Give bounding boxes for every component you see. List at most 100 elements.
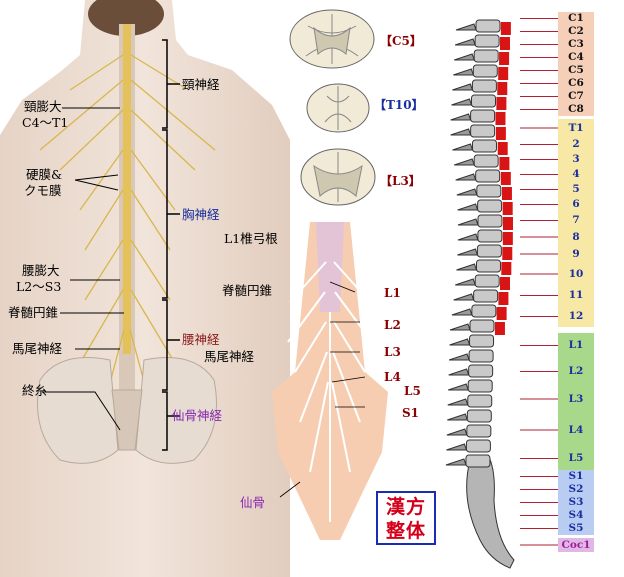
vertebra	[469, 334, 495, 348]
back-view-illustration	[0, 0, 290, 577]
cross-section-t10	[306, 83, 370, 133]
spinal-cord-segment	[499, 37, 510, 50]
spinous-process	[447, 398, 469, 406]
spinous-process	[446, 428, 468, 436]
spinous-process	[454, 53, 475, 61]
spinous-process	[448, 383, 469, 391]
level-label-c6: C6	[558, 77, 594, 90]
label-conus-medullaris-left: 脊髄円錐	[8, 305, 59, 320]
vertebra	[475, 259, 501, 273]
level-label-2: 2	[558, 137, 594, 152]
vertebra	[466, 424, 492, 438]
vertebra	[467, 394, 493, 408]
spinal-cord-segment	[494, 322, 505, 335]
vertebra	[476, 184, 502, 198]
label-sacrum: 仙骨	[240, 495, 266, 510]
spinal-cord-segment	[500, 277, 511, 290]
vertebra	[474, 34, 500, 48]
vertebra	[477, 199, 503, 213]
vertebra	[474, 274, 500, 288]
level-label-c7: C7	[558, 90, 594, 103]
lateral-spine-illustration	[445, 18, 558, 569]
label-cervical-enlargement: 頸膨大	[24, 99, 62, 114]
spinous-process	[447, 413, 468, 421]
vertebra	[477, 214, 503, 228]
level-label-5: 5	[558, 182, 594, 197]
level-label-10: 10	[558, 263, 594, 285]
label-dura-arachnoid-2: クモ膜	[24, 183, 62, 198]
spinous-process	[448, 368, 470, 376]
level-label-l5: L5	[558, 447, 594, 470]
label-mid-l5: L5	[404, 384, 421, 398]
level-label-l4: L4	[558, 413, 594, 447]
level-label-l1: L1	[558, 333, 594, 358]
cross-section-l3	[300, 148, 376, 206]
spinal-cord-segment	[499, 52, 510, 65]
level-label-s1: S1	[558, 470, 594, 483]
cauda-equina-illustration	[272, 222, 388, 540]
vertebra	[475, 19, 501, 33]
label-cervical-enlargement-range: C4～T1	[22, 115, 69, 130]
spinal-cord-segment	[502, 247, 513, 260]
level-label-c1: C1	[558, 12, 594, 25]
spinous-process	[455, 278, 476, 286]
label-mid-l3: L3	[384, 345, 401, 359]
vertebra	[467, 379, 493, 393]
spinous-process	[456, 188, 478, 196]
label-dura-arachnoid-1: 硬膜&	[26, 167, 63, 182]
spinous-process	[455, 173, 477, 181]
label-sacral-nerves: 仙骨神経	[172, 408, 223, 423]
vertebra	[473, 289, 499, 303]
section-label-t10: 【T10】	[374, 98, 424, 112]
spinal-cord-segment	[500, 172, 511, 185]
vertebra	[473, 49, 499, 63]
spinous-process	[454, 38, 476, 46]
level-label-8: 8	[558, 229, 594, 245]
level-label-11: 11	[558, 285, 594, 306]
spinous-process	[448, 353, 470, 361]
vertebra	[471, 304, 497, 318]
level-label-coc1: Coc1	[558, 538, 594, 552]
spinal-cord-segment	[500, 22, 511, 35]
vertebra	[473, 154, 499, 168]
spinous-process	[450, 128, 472, 136]
spinous-process	[454, 158, 475, 166]
level-label-c4: C4	[558, 51, 594, 64]
level-label-c5: C5	[558, 64, 594, 77]
spinous-process	[449, 338, 471, 346]
level-label-l2: L2	[558, 358, 594, 385]
spinal-cord-segment	[497, 142, 508, 155]
spinous-process	[445, 458, 467, 466]
spinous-process	[451, 308, 473, 316]
section-label-c5: 【C5】	[380, 34, 422, 48]
vertebra	[477, 229, 503, 243]
spinous-process	[457, 203, 479, 211]
label-lumbar-enlargement: 腰膨大	[22, 263, 60, 278]
level-label-7: 7	[558, 212, 594, 229]
spinous-process	[446, 443, 468, 451]
label-conus-medullaris-mid: 脊髄円錐	[222, 283, 273, 298]
level-label-c2: C2	[558, 25, 594, 38]
section-label-l3: 【L3】	[380, 174, 421, 188]
level-label-s2: S2	[558, 483, 594, 496]
vertebra	[465, 439, 491, 453]
cross-section-c5	[289, 9, 375, 69]
vertebra	[471, 94, 496, 108]
vertebra	[469, 319, 495, 333]
spinous-process	[451, 98, 473, 106]
level-label-c8: C8	[558, 103, 594, 116]
spinal-cord-segment	[495, 112, 506, 125]
level-label-9: 9	[558, 245, 594, 263]
badge-line-1: 漢方	[385, 496, 426, 518]
spinous-process	[450, 113, 472, 121]
spinous-process	[449, 323, 471, 331]
spinal-cord-segment	[495, 127, 506, 140]
vertebra	[465, 454, 491, 468]
level-label-s5: S5	[558, 522, 594, 535]
level-label-4: 4	[558, 167, 594, 182]
spinous-process	[457, 248, 479, 256]
spinous-process	[456, 263, 478, 271]
spinal-cord-segment	[497, 82, 508, 95]
level-label-s4: S4	[558, 509, 594, 522]
label-lumbar-enlargement-range: L2～S3	[16, 279, 62, 294]
